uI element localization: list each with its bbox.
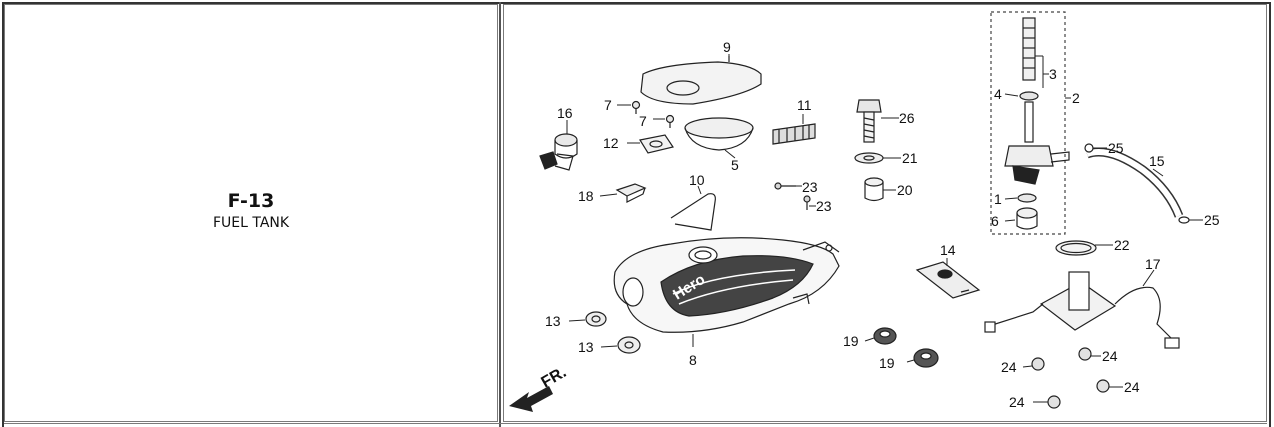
part-6-nut bbox=[1016, 207, 1038, 230]
part-16-cap bbox=[539, 133, 578, 171]
callout-24a: 24 bbox=[1001, 359, 1017, 375]
section-title: FUEL TANK bbox=[212, 215, 290, 231]
part-25-clip-b bbox=[1178, 216, 1190, 224]
callout-24c: 24 bbox=[1124, 379, 1140, 395]
callout-10: 10 bbox=[689, 172, 705, 188]
callout-19a: 19 bbox=[843, 333, 859, 349]
callout-25a: 25 bbox=[1108, 140, 1124, 156]
part-13-damper-a bbox=[585, 311, 607, 327]
part-25-clip-a bbox=[1084, 143, 1094, 153]
callout-5: 5 bbox=[731, 157, 739, 173]
callout-22: 22 bbox=[1114, 237, 1130, 253]
callout-23a: 23 bbox=[802, 179, 818, 195]
part-5-filter bbox=[684, 117, 754, 151]
callout-24b: 24 bbox=[1102, 348, 1118, 364]
callout-8: 8 bbox=[689, 352, 697, 368]
leader-lines bbox=[566, 54, 1203, 403]
part-18-clip bbox=[615, 183, 647, 197]
part-20-collar bbox=[864, 177, 884, 202]
part-24-nuts bbox=[1031, 347, 1110, 409]
part-19-grommet-b bbox=[913, 348, 939, 368]
callout-18: 18 bbox=[578, 188, 594, 204]
callout-2: 2 bbox=[1072, 90, 1080, 106]
next-row-edge bbox=[4, 423, 1267, 427]
column-divider bbox=[499, 2, 501, 427]
callout-25b: 25 bbox=[1204, 212, 1220, 228]
part-4-oring bbox=[1019, 91, 1039, 101]
part-19-grommet-a bbox=[873, 327, 897, 345]
callout-11: 11 bbox=[797, 97, 812, 113]
callout-13b: 13 bbox=[578, 339, 594, 355]
part-10-clamp bbox=[670, 193, 716, 231]
callout-13a: 13 bbox=[545, 313, 561, 329]
callout-21: 21 bbox=[902, 150, 918, 166]
part-14-bracket bbox=[915, 261, 981, 299]
part-2-box bbox=[990, 11, 1066, 235]
part-26-bolt bbox=[856, 99, 882, 143]
callout-23b: 23 bbox=[816, 198, 832, 214]
part-3-stem bbox=[1022, 17, 1036, 81]
callout-17: 17 bbox=[1145, 256, 1161, 272]
callout-4: 4 bbox=[994, 86, 1002, 102]
part-8-tank bbox=[613, 237, 840, 333]
callout-19b: 19 bbox=[879, 355, 895, 371]
front-direction-arrow: FR. bbox=[509, 364, 569, 412]
diagram-cell bbox=[503, 4, 1267, 422]
callout-16: 16 bbox=[557, 105, 573, 121]
callout-14: 14 bbox=[940, 242, 956, 258]
section-cell bbox=[4, 4, 498, 422]
part-12-packing bbox=[639, 134, 674, 154]
callout-7b: 7 bbox=[639, 113, 647, 129]
direction-label: FR. bbox=[539, 364, 570, 392]
fuel-cock-body bbox=[1004, 145, 1070, 185]
callout-24d: 24 bbox=[1009, 394, 1025, 410]
callout-3: 3 bbox=[1049, 66, 1057, 82]
section-heading: F-13 FUEL TANK bbox=[4, 190, 498, 232]
callout-labels: 9 7 7 16 12 5 11 26 21 20 23 23 18 10 3 … bbox=[545, 39, 1220, 410]
section-code: F-13 bbox=[227, 190, 275, 212]
part-7-screws bbox=[631, 100, 675, 128]
part-21-washer bbox=[854, 152, 884, 164]
fuel-tank-exploded-diagram[interactable]: FR. Hero 9 7 7 16 12 5 11 26 21 20 23 23… bbox=[503, 4, 1267, 422]
callout-1: 1 bbox=[994, 191, 1002, 207]
callout-6: 6 bbox=[991, 213, 999, 229]
part-9-cover bbox=[640, 56, 762, 105]
part-11-screen bbox=[772, 123, 816, 145]
callout-7a: 7 bbox=[604, 97, 612, 113]
part-17-gauge bbox=[984, 271, 1180, 349]
part-13-damper-b bbox=[617, 336, 641, 354]
callout-20: 20 bbox=[897, 182, 913, 198]
part-1-oring bbox=[1017, 193, 1037, 203]
callout-12: 12 bbox=[603, 135, 619, 151]
callout-9: 9 bbox=[723, 39, 731, 55]
callout-15: 15 bbox=[1149, 153, 1165, 169]
callout-26: 26 bbox=[899, 110, 915, 126]
